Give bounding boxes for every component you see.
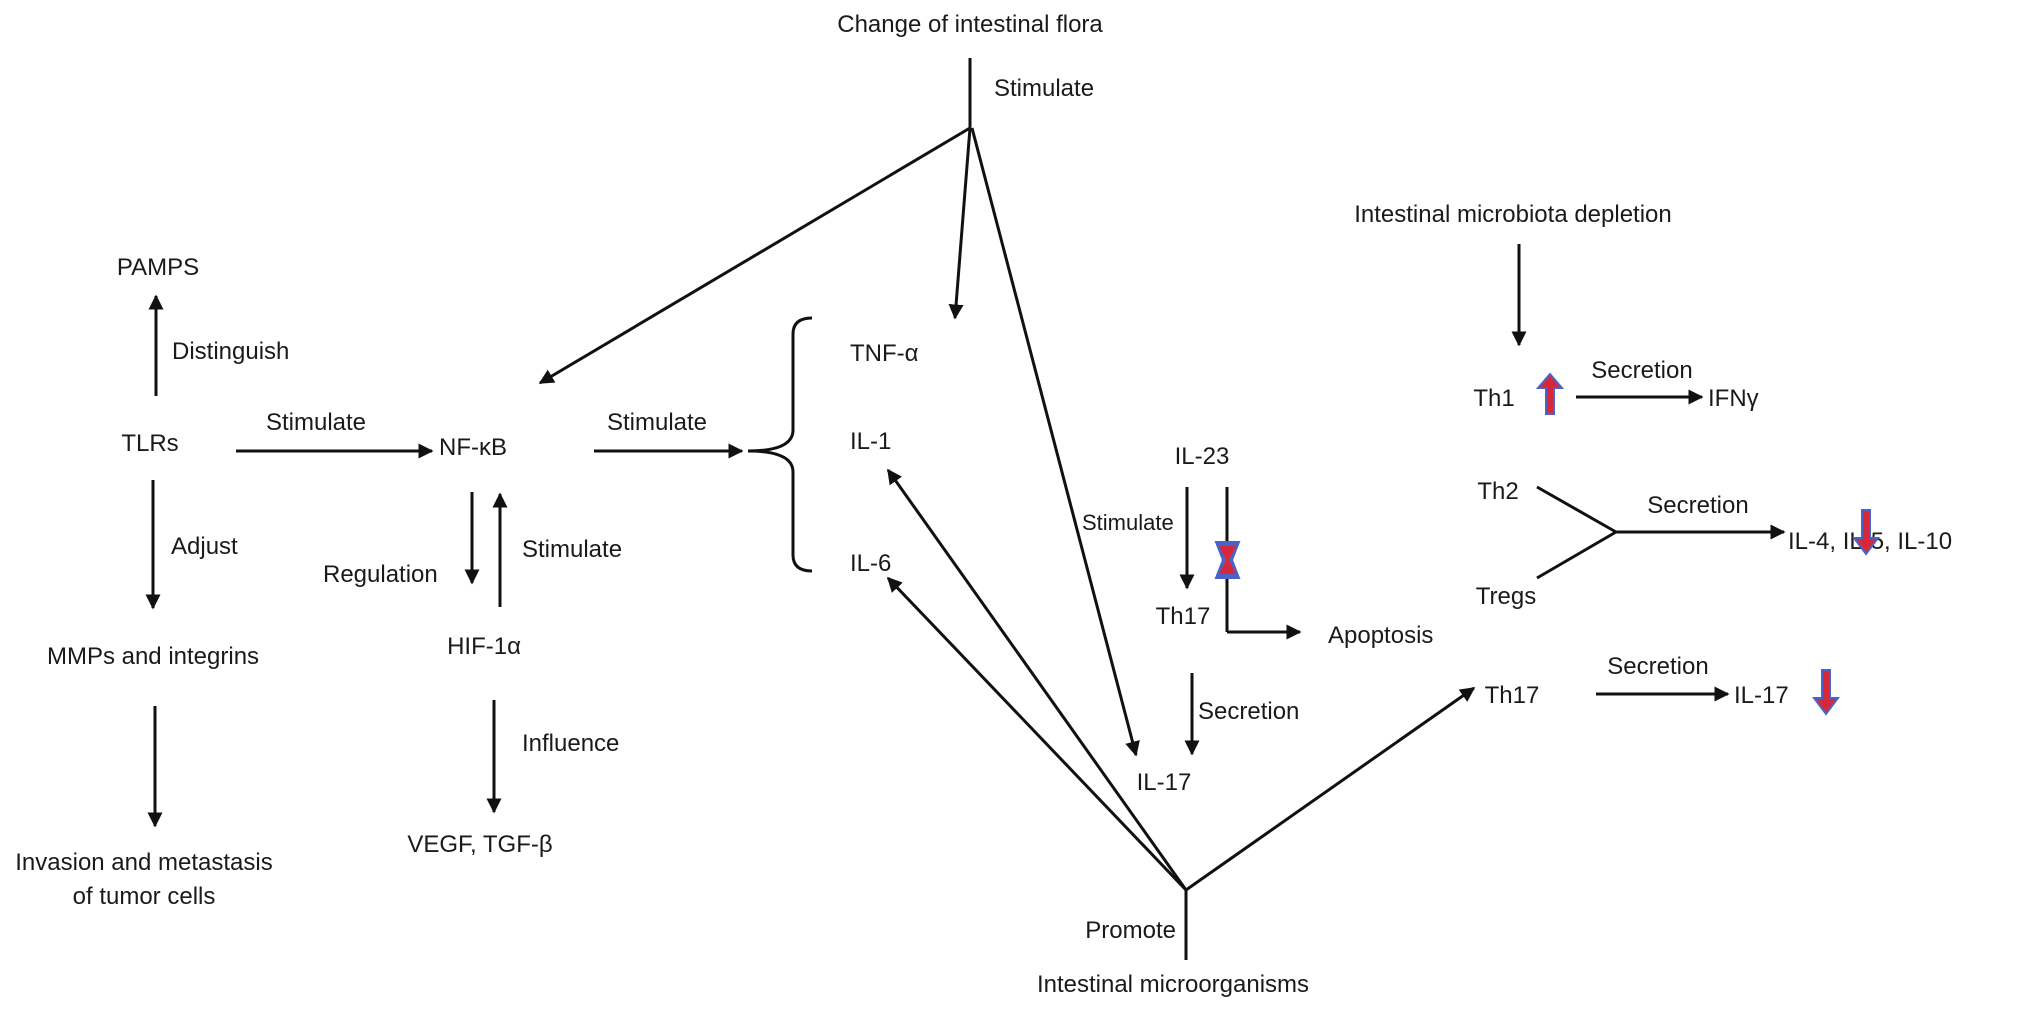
edge-flora-tnf [948, 127, 972, 320]
node-change-flora: Change of intestinal flora [837, 11, 1103, 38]
node-depletion: Intestinal microbiota depletion [1354, 201, 1672, 228]
label-secretion-th17r: Secretion [1607, 653, 1708, 680]
block-icon [1214, 541, 1241, 579]
block-icon-core [1219, 546, 1236, 574]
down-arrow-icon-il4-shape [1852, 509, 1880, 556]
node-tlrs: TLRs [121, 430, 178, 457]
label-stimulate-nfkb: Stimulate [607, 409, 707, 436]
node-microorganisms: Intestinal microorganisms [1037, 971, 1309, 998]
node-hif: HIF-1α [447, 633, 521, 660]
node-th17-right: Th17 [1485, 682, 1540, 709]
label-secretion-th17: Secretion [1198, 698, 1299, 725]
node-th1: Th1 [1473, 385, 1514, 412]
label-influence: Influence [522, 730, 619, 757]
node-ifng: IFNγ [1708, 385, 1759, 412]
up-arrow-icon-shape [1535, 372, 1565, 415]
edge-micro-il1 [886, 468, 1188, 891]
node-nfkb: NF-κB [439, 434, 507, 461]
node-tregs: Tregs [1476, 583, 1536, 610]
edge-flora-il17 [970, 127, 1140, 757]
node-il1: IL-1 [850, 428, 891, 455]
label-secretion-th2: Secretion [1647, 492, 1748, 519]
node-tnf: TNF-α [850, 340, 919, 367]
label-stimulate-top: Stimulate [994, 75, 1094, 102]
down-arrow-icon-il4 [1852, 509, 1880, 556]
label-adjust: Adjust [171, 533, 238, 560]
edge-th2-merge [1536, 485, 1617, 534]
node-apoptosis: Apoptosis [1328, 622, 1433, 649]
node-il6: IL-6 [850, 550, 891, 577]
node-vegf: VEGF, TGF-β [407, 831, 552, 858]
node-invasion-line2: of tumor cells [73, 883, 216, 910]
node-th2: Th2 [1477, 478, 1518, 505]
label-stimulate-tlr: Stimulate [266, 409, 366, 436]
node-il23: IL-23 [1175, 443, 1230, 470]
edge-micro-il6 [886, 576, 1188, 892]
node-il17-right: IL-17 [1734, 682, 1789, 709]
node-pamps: PAMPS [117, 254, 199, 281]
node-il17-mid: IL-17 [1137, 769, 1192, 796]
cytokine-bracket [747, 316, 813, 573]
node-invasion-line1: Invasion and metastasis [15, 849, 272, 876]
label-regulation: Regulation [323, 561, 438, 588]
label-secretion-th1: Secretion [1591, 357, 1692, 384]
up-arrow-icon [1535, 372, 1565, 415]
label-distinguish: Distinguish [172, 338, 289, 365]
label-promote: Promote [1085, 917, 1176, 944]
node-th17-mid: Th17 [1156, 603, 1211, 630]
node-mmps: MMPs and integrins [47, 643, 259, 670]
label-stimulate-il23: Stimulate [1082, 510, 1174, 535]
edge-flora-nfkb [538, 126, 971, 385]
down-arrow-icon-il17-shape [1812, 669, 1840, 716]
edge-tregs-merge [1536, 530, 1617, 580]
label-stimulate-hif: Stimulate [522, 536, 622, 563]
edge-micro-th17 [1185, 686, 1476, 892]
down-arrow-icon-il17 [1812, 669, 1840, 716]
